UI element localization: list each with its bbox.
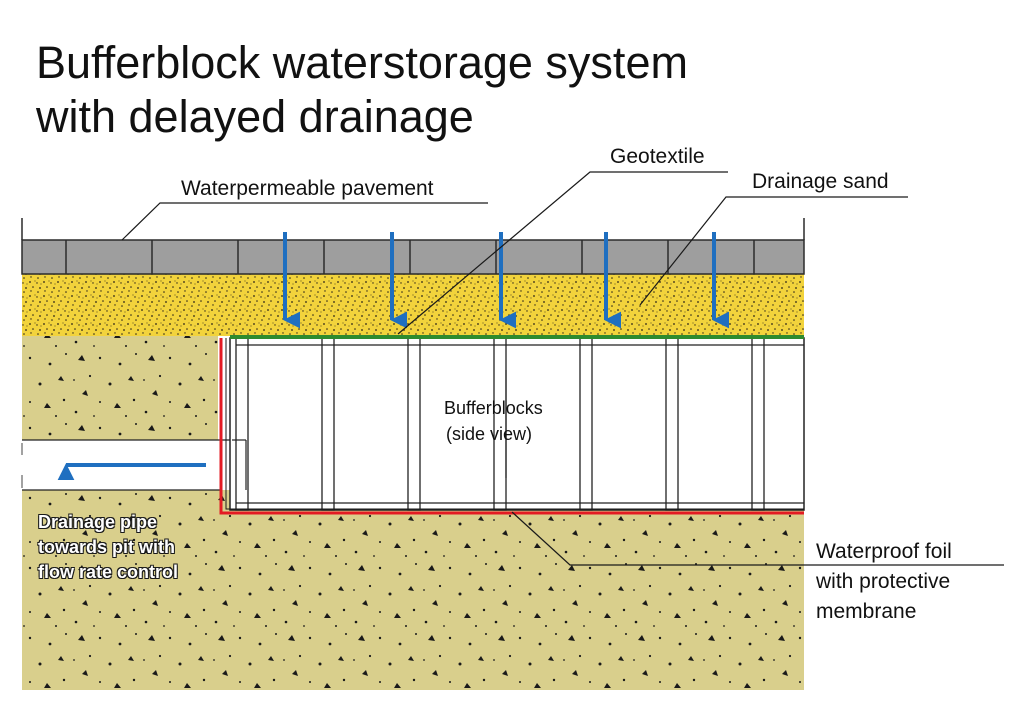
leader-pavement [121,202,488,241]
pavement-layer [21,218,805,275]
label-drainage-pipe-line-2: towards pit with [38,537,175,557]
soil-left-upper [22,336,218,440]
label-drainage-pipe-line-3: flow rate control [38,562,179,582]
leader-foil [511,511,1004,566]
label-waterpermeable-pavement: Waterpermeable pavement [181,177,434,200]
label-waterproof-foil-line-3: membrane [816,600,917,623]
waterproof-foil [219,338,804,515]
label-waterproof-foil-line-1: Waterproof foil [816,540,952,563]
label-bufferblocks-side-view: (side view) [446,424,533,444]
label-geotextile: Geotextile [610,145,705,168]
diagram-title-line-2: with delayed drainage [36,91,474,142]
label-waterproof-foil-line-2: with protective [816,570,951,593]
label-drainage-pipe-line-1: Drainage pipe [38,512,158,532]
diagram-title-line-1: Bufferblock waterstorage system [36,37,688,88]
drainage-sand-layer [22,274,804,336]
soil-bottom-right [218,514,804,690]
leader-drainage-sand [639,196,908,306]
label-bufferblocks: Bufferblocks [444,398,543,418]
label-drainage-sand: Drainage sand [752,170,889,193]
leader-geotextile [397,171,728,335]
bufferblock-posts [235,337,765,511]
